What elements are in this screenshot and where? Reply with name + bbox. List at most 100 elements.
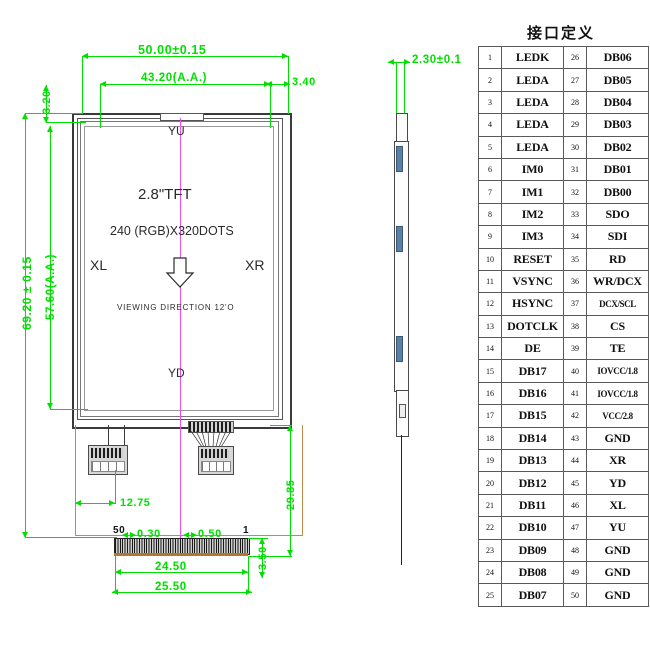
dimarrow-thk-l: [388, 59, 394, 65]
pin-signal-left: DB09: [501, 538, 564, 562]
dimarrow-oh-d: [22, 532, 28, 538]
pin-number-left: 1: [478, 45, 502, 70]
pin-signal-left: LEDA: [501, 68, 564, 92]
pin-signal-right: GND: [586, 583, 649, 607]
pin-number-left: 17: [478, 404, 502, 428]
dimline-top-margin: [46, 85, 47, 123]
dimarrow-to-r: [109, 500, 115, 506]
pin-signal-left: DB07: [501, 583, 564, 607]
pin-number-left: 22: [478, 516, 502, 540]
top-notch: [160, 113, 204, 121]
pin-signal-left: LEDK: [501, 45, 564, 70]
touch-label-yd: YD: [168, 366, 185, 380]
pin-signal-right: VCC/2.8: [586, 404, 649, 428]
touch-connector-slots-right: [201, 461, 231, 472]
pin-signal-right: DB02: [586, 135, 649, 159]
pin-signal-left: DE: [501, 337, 564, 361]
pin-signal-left: IM0: [501, 157, 564, 182]
viewing-direction-label: VIEWING DIRECTION 12'O: [117, 303, 235, 312]
dimarrow-aa-l: [100, 81, 106, 87]
pin-number-left: 25: [478, 583, 502, 607]
pin-signal-right: GND: [586, 426, 649, 451]
fpc-tail-base: [114, 553, 248, 556]
pin-signal-right: SDI: [586, 225, 649, 249]
pin-signal-right: WR/DCX: [586, 269, 649, 294]
dim-active-width: 43.20(A.A.): [141, 72, 208, 84]
pin-number-right: 50: [563, 583, 587, 607]
dimarrow-rm-r: [284, 81, 290, 87]
pin-number-left: 16: [478, 381, 502, 406]
dimarrow-tl-d: [287, 550, 293, 556]
dimarrow-pw-r: [130, 532, 136, 538]
pin-signal-left: DB15: [501, 404, 564, 428]
pin-signal-right: YU: [586, 516, 649, 540]
dimarrow-pw-l: [122, 532, 128, 538]
dim-pin-pitch: 0.50: [198, 528, 222, 540]
display-resolution-label: 240 (RGB)X320DOTS: [110, 224, 234, 238]
pin-marker-50: 50: [113, 525, 126, 536]
dim-right-margin: 3.40: [292, 76, 316, 88]
dim-overall-height: 69.20 ± 0.15: [20, 256, 34, 330]
pin-signal-right: TE: [586, 337, 649, 361]
sideview-top-segment: [396, 113, 408, 143]
pin-number-right: 38: [563, 314, 587, 339]
dim-overall-width: 50.00±0.15: [138, 43, 207, 57]
touch-label-xr: XR: [245, 257, 265, 273]
vertical-centerline: [180, 118, 181, 538]
pin-number-left: 23: [478, 538, 502, 562]
pin-number-right: 45: [563, 471, 587, 495]
fpc-bridge-wire-left: [108, 425, 109, 447]
pin-number-left: 12: [478, 292, 502, 316]
extline-aa-l: [100, 84, 101, 128]
dimarrow-ah-d: [47, 403, 53, 409]
dimline-right-margin: [265, 84, 290, 85]
dimline-overall-width: [82, 56, 288, 57]
pin-number-right: 39: [563, 337, 587, 361]
pin-signal-right: DB01: [586, 157, 649, 182]
display-size-label: 2.8"TFT: [138, 186, 192, 203]
dimarrow-ti-r: [242, 569, 248, 575]
pin-signal-right: DB04: [586, 90, 649, 115]
pin-signal-right: DB00: [586, 180, 649, 204]
pin-number-right: 43: [563, 426, 587, 451]
sideview-connector-2: [396, 226, 403, 252]
pin-number-right: 26: [563, 45, 587, 70]
extline-thk-r: [404, 62, 405, 114]
dimline-thickness: [388, 62, 410, 63]
dim-thickness: 2.30±0.1: [412, 54, 462, 66]
dimline-tail-length: [290, 425, 291, 556]
driver-flex-fan: [188, 421, 234, 433]
pin-signal-left: VSYNC: [501, 269, 564, 294]
dim-active-height: 57.60(A.A.): [45, 253, 57, 320]
dimarrow-th-u: [259, 538, 265, 544]
sideview-connector-3: [396, 336, 403, 362]
dimarrow-ti-l: [115, 569, 121, 575]
pin-number-left: 5: [478, 135, 502, 159]
pin-signal-right: IOVCC/1.8: [586, 359, 649, 383]
pin-number-right: 31: [563, 157, 587, 182]
dimarrow-oh-u: [22, 113, 28, 119]
dim-tail-height: 3.50: [257, 546, 269, 570]
pin-number-left: 14: [478, 337, 502, 361]
pin-number-right: 33: [563, 202, 587, 227]
dimarrow-left: [82, 53, 88, 59]
sideview-connector-1: [396, 146, 403, 172]
pin-number-right: 32: [563, 180, 587, 204]
pin-signal-left: HSYNC: [501, 292, 564, 316]
dimline-overall-height: [25, 113, 26, 538]
pin-signal-left: LEDA: [501, 90, 564, 115]
dimline-tail-outer: [112, 592, 252, 593]
pin-signal-right: XR: [586, 449, 649, 473]
pin-signal-left: DB17: [501, 359, 564, 383]
